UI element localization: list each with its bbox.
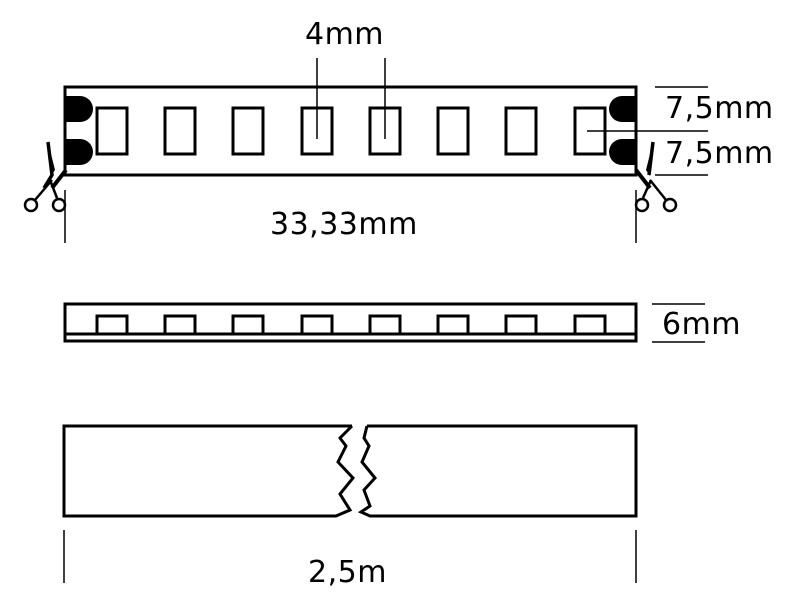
led-size-label: 4mm [305,17,385,52]
side-view-strip-outline [63,302,638,343]
dimension-2-5m [63,530,637,583]
led-chip-side [95,314,129,334]
top-view-strip-outline [63,85,638,177]
led-chip [95,106,129,156]
led-chip [436,106,470,156]
side-view [63,302,705,343]
height-label: 6mm [662,307,742,342]
led-chip-side [300,314,334,334]
led-chip [231,106,265,156]
dimension-33-33mm [64,190,637,243]
led-chip [163,106,197,156]
led-chip-side [163,314,197,334]
led-chip-side [573,314,607,334]
dimension-6mm [652,303,705,343]
dimension-7-5mm [587,86,708,176]
scissors-icon-left [23,141,68,213]
top-view [23,58,708,243]
half-width-top-label: 7,5mm [665,91,774,126]
full-length-view [62,424,638,583]
strip-left-piece [62,424,355,518]
led-chips-top [95,106,607,156]
led-chips-side [95,314,607,334]
dimension-4mm [316,58,386,139]
led-chip [504,106,538,156]
strip-right-piece [357,424,638,518]
solder-pad-icon-right [609,96,635,165]
solder-pad-icon-left [66,96,93,165]
cut-segment-length-label: 33,33mm [270,207,418,242]
led-chip-side [368,314,402,334]
scissors-icon-right [634,141,678,213]
led-chip-side [231,314,265,334]
half-width-bottom-label: 7,5mm [665,136,774,171]
total-length-label: 2,5m [308,555,387,590]
led-chip-side [504,314,538,334]
led-chip-side [436,314,470,334]
